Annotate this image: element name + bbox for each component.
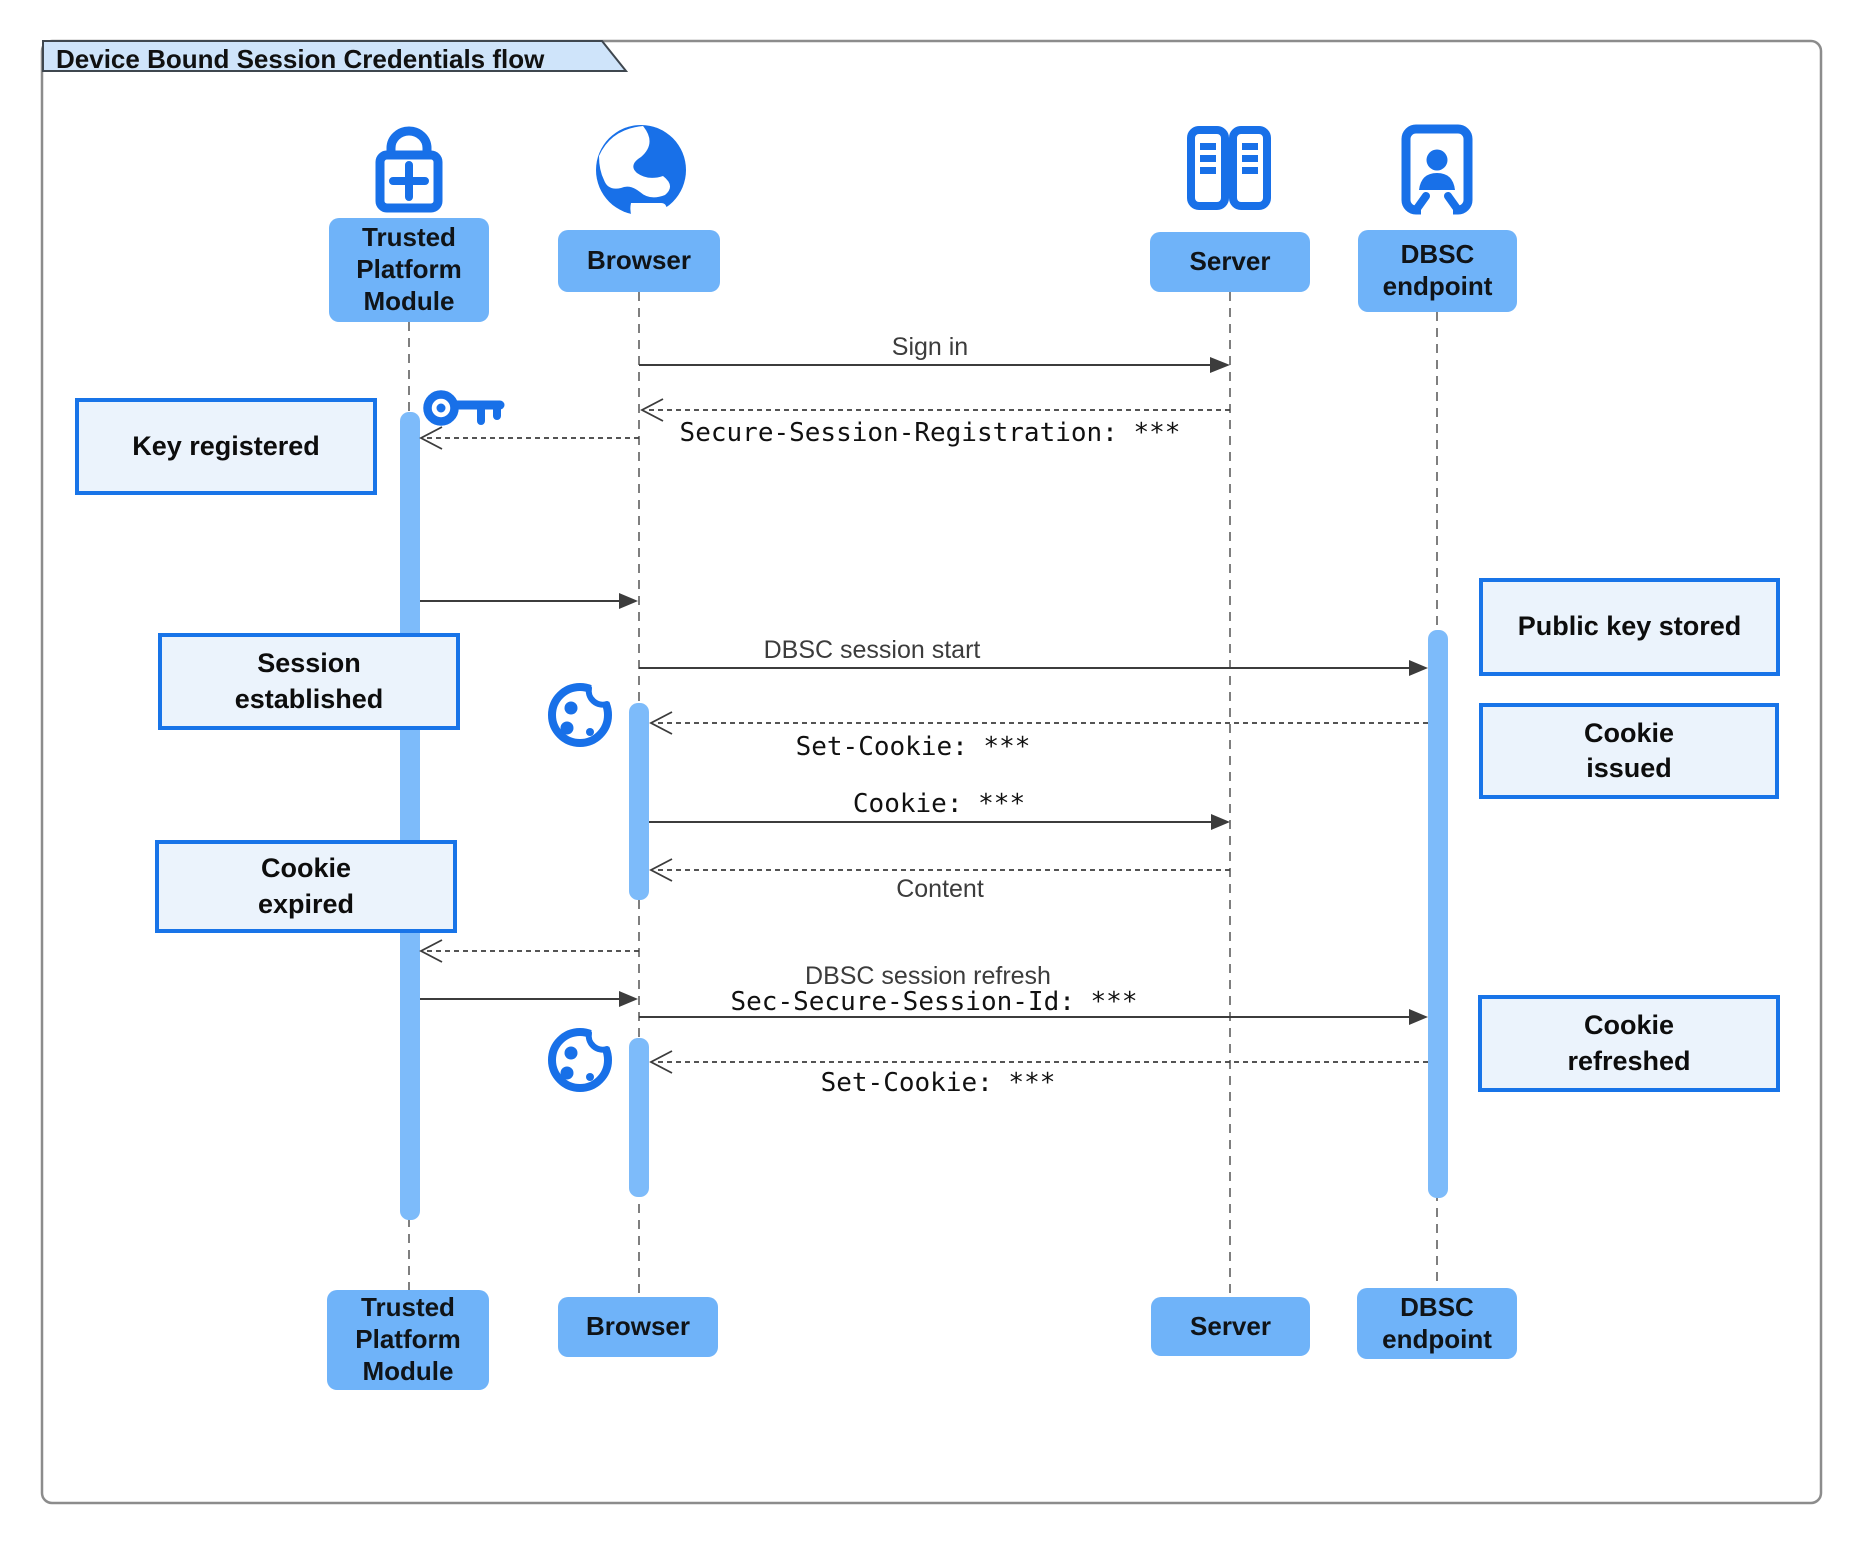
label-cookie: Cookie: *** (852, 789, 1026, 819)
label-sec-secure-session-id: Sec-Secure-Session-Id: *** (730, 987, 1138, 1017)
arrow-cookie (649, 814, 1230, 830)
participant-dbsc-bottom: DBSC endpoint (1357, 1288, 1517, 1359)
arrow-tpm-to-browser-1 (420, 593, 638, 609)
participant-dbsc-top: DBSC endpoint (1358, 230, 1517, 312)
note-key-registered: Key registered (75, 398, 377, 495)
participant-server-top: Server (1150, 232, 1310, 292)
badge-person-icon (1401, 124, 1473, 215)
lock-plus-icon (375, 126, 443, 213)
arrow-content (649, 858, 1230, 882)
label-set-cookie-2: Set-Cookie: *** (820, 1068, 1056, 1098)
server-towers-icon (1187, 126, 1271, 210)
arrow-secure-session-registration (640, 398, 1230, 422)
label-secure-session-registration: Secure-Session-Registration: *** (679, 418, 1181, 448)
globe-icon (596, 125, 686, 227)
label-sign-in: Sign in (891, 333, 969, 361)
participant-browser-top: Browser (558, 230, 720, 292)
arrow-browser-to-tpm-1 (419, 426, 639, 450)
decoration-icons (423, 390, 613, 1089)
participant-server-bottom: Server (1151, 1297, 1310, 1356)
label-content: Content (896, 875, 984, 903)
arrow-sign-in (639, 357, 1230, 373)
arrow-dbsc-session-start (639, 660, 1428, 676)
arrow-dbsc-session-refresh (639, 1009, 1428, 1025)
arrow-set-cookie-2 (649, 1050, 1428, 1074)
arrow-set-cookie-1 (649, 711, 1428, 735)
diagram-title: Device Bound Session Credentials flow (56, 44, 545, 74)
note-cookie-issued: Cookie issued (1479, 703, 1779, 799)
activation-browser-1 (629, 703, 649, 900)
key-icon (423, 390, 505, 426)
arrow-tpm-to-browser-2 (420, 991, 638, 1007)
messages (419, 357, 1428, 1074)
note-session-established: Session established (158, 633, 460, 730)
label-dbsc-session-refresh: DBSC session refresh (805, 962, 1051, 990)
activation-dbsc (1428, 630, 1448, 1198)
participant-tpm-bottom: Trusted Platform Module (327, 1290, 489, 1390)
cookie-icon (552, 682, 612, 743)
arrow-browser-to-tpm-2 (419, 939, 639, 963)
cookie-icon (552, 1027, 612, 1088)
note-public-key-stored: Public key stored (1479, 578, 1780, 676)
note-cookie-expired: Cookie expired (155, 840, 457, 933)
label-dbsc-session-start: DBSC session start (763, 636, 981, 664)
participant-browser-bottom: Browser (558, 1297, 718, 1357)
participant-icons (375, 124, 1473, 227)
activation-bars (400, 412, 1448, 1220)
activation-tpm (400, 412, 420, 1220)
activation-browser-2 (629, 1038, 649, 1197)
participant-tpm-top: Trusted Platform Module (329, 218, 489, 322)
label-set-cookie-1: Set-Cookie: *** (795, 732, 1031, 762)
note-cookie-refreshed: Cookie refreshed (1478, 995, 1780, 1092)
title-tab (42, 40, 629, 72)
